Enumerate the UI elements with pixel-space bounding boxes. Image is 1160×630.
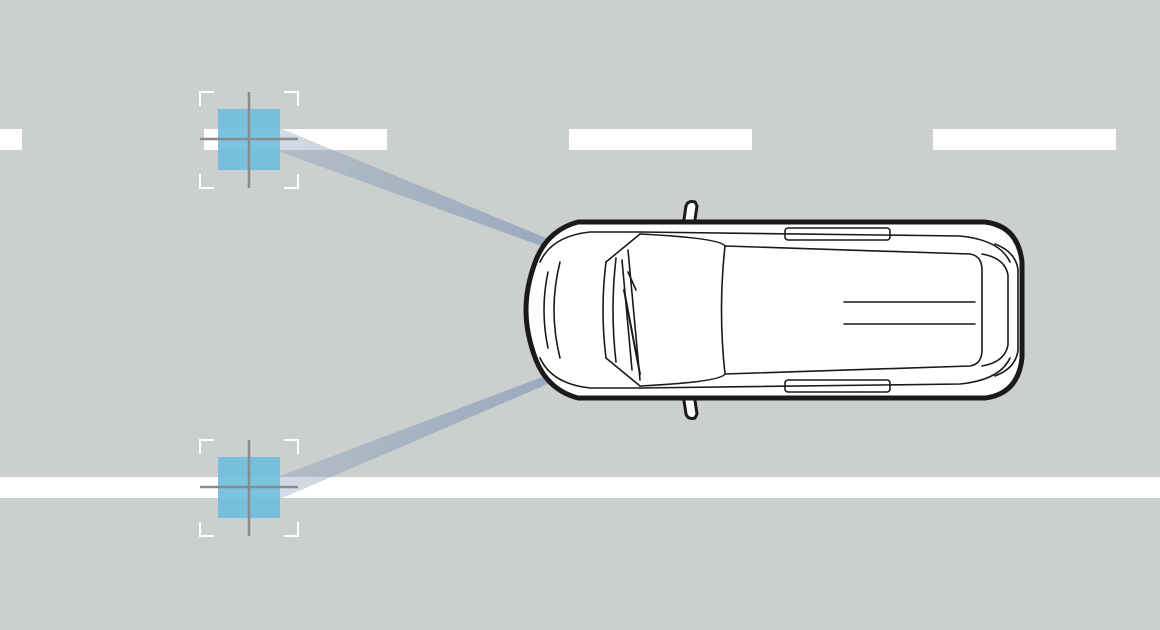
- car-icon: [523, 200, 1025, 420]
- target-reticle-icon: [199, 91, 299, 189]
- solid-lane-line: [0, 477, 1160, 498]
- car-body: [523, 219, 1025, 401]
- target-reticle-icon: [199, 439, 299, 537]
